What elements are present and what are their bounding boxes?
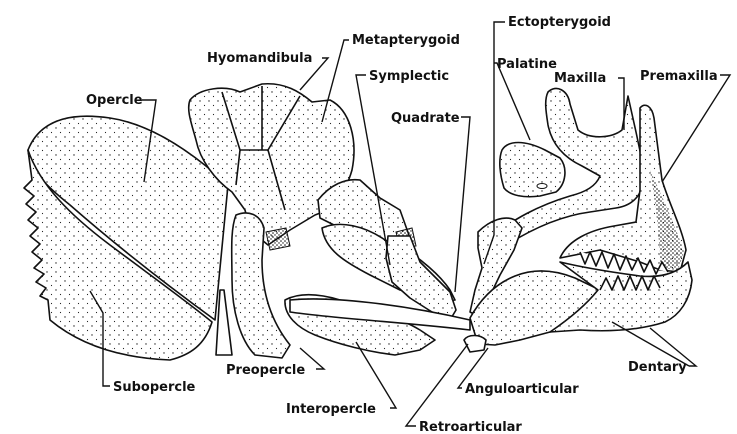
- leader-palatine: [494, 63, 530, 140]
- label-maxilla: Maxilla: [554, 71, 606, 86]
- leader-quadrate: [455, 117, 470, 292]
- cartilage-patch: [266, 228, 290, 250]
- label-ectopterygoid: Ectopterygoid: [508, 15, 611, 30]
- label-dentary: Dentary: [628, 360, 687, 375]
- label-preopercle: Preopercle: [226, 363, 305, 378]
- label-interopercle: Interopercle: [286, 402, 376, 417]
- label-quadrate: Quadrate: [391, 111, 460, 126]
- label-premaxilla: Premaxilla: [640, 69, 718, 84]
- label-palatine: Palatine: [497, 57, 557, 72]
- leader-premaxilla: [662, 75, 730, 182]
- label-hyomandibula: Hyomandibula: [207, 51, 312, 66]
- palatine-bone: [500, 143, 565, 197]
- retroarticular-bone: [464, 336, 486, 353]
- leader-retroarticular: [406, 344, 468, 426]
- label-retroarticular: Retroarticular: [419, 420, 522, 434]
- label-subopercle: Subopercle: [113, 380, 196, 395]
- label-metapterygoid: Metapterygoid: [352, 33, 460, 48]
- label-symplectic: Symplectic: [369, 69, 449, 84]
- label-anguloarticular: Anguloarticular: [465, 382, 579, 397]
- label-opercle: Opercle: [86, 93, 143, 108]
